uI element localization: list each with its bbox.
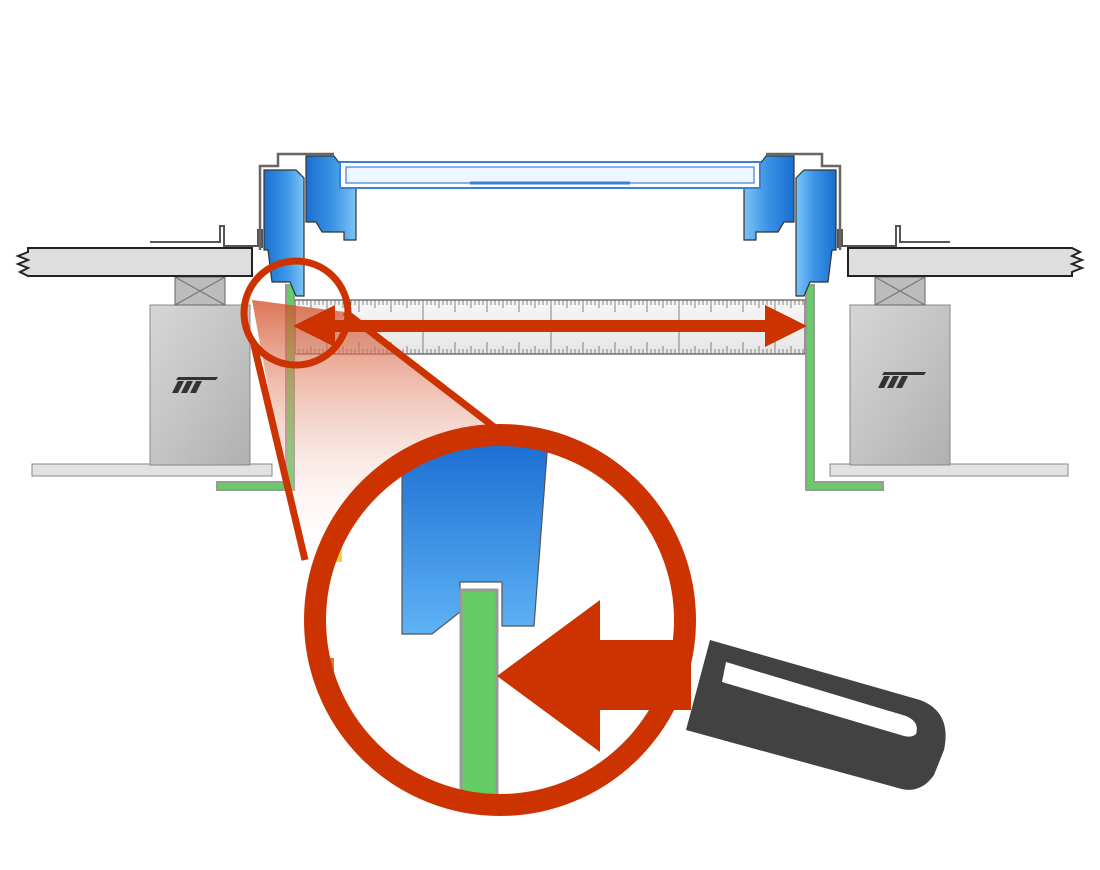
left-flashing: [150, 225, 263, 248]
zoomed-upstand: [459, 588, 499, 805]
zoomed-frame-profile: [401, 439, 549, 635]
right-base-plate: [829, 463, 1069, 477]
right-roof-deck: [847, 247, 1085, 277]
left-roof-structure: [15, 225, 273, 477]
left-logo-mark: [172, 377, 218, 393]
double-headed-arrow-icon: [293, 305, 807, 347]
right-logo-mark: [878, 372, 926, 388]
right-flashing: [837, 225, 950, 248]
right-roof-structure: [829, 225, 1085, 477]
right-upstand: [805, 284, 884, 491]
right-frame-profile: [743, 152, 842, 297]
left-base-plate: [31, 463, 273, 477]
pointer-arrow-icon: [497, 600, 691, 752]
left-roof-deck: [15, 247, 253, 277]
zoom-lens: [304, 424, 696, 816]
magnifying-glass-icon: [686, 640, 946, 790]
glass-unit: [339, 161, 761, 189]
